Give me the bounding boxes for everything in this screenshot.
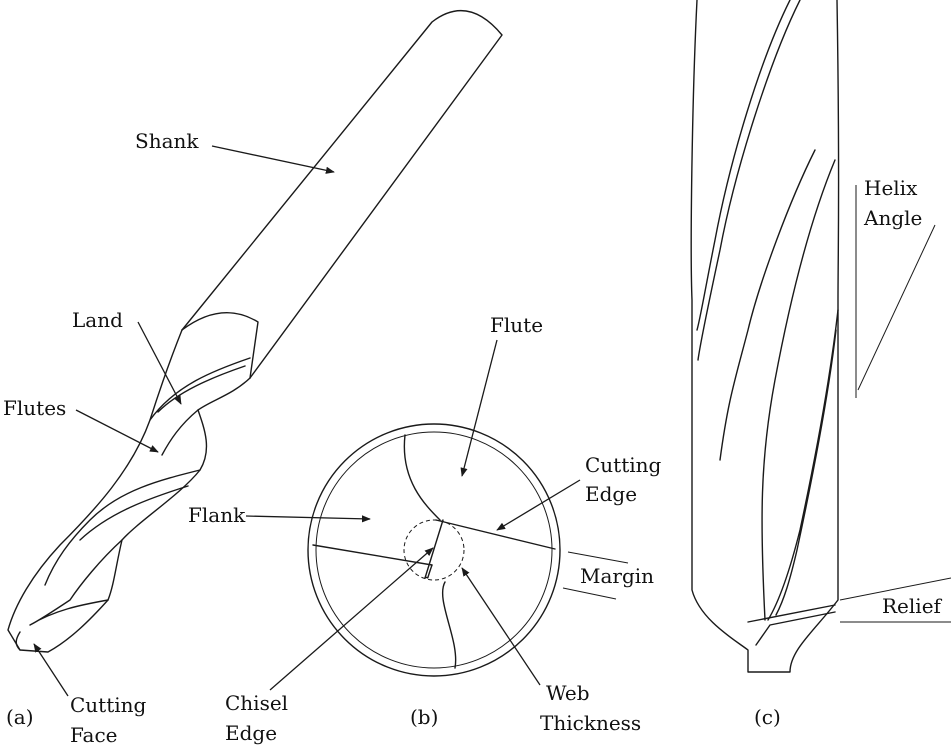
outer-circle <box>307 423 561 677</box>
panel-tag-c: (c) <box>754 705 781 729</box>
label-cutting-edge-2: Edge <box>585 482 637 506</box>
label-margin: Margin <box>580 564 654 588</box>
arrow-chisel-edge <box>269 547 434 691</box>
label-cutting-edge-1: Cutting <box>585 453 662 477</box>
label-shank: Shank <box>135 129 199 153</box>
label-web-thickness-2: Thickness <box>540 711 641 735</box>
arrow-flute <box>460 339 498 477</box>
helix-flute-lines <box>696 0 839 621</box>
label-flank: Flank <box>188 503 246 527</box>
label-helix-angle-1: Helix <box>864 176 918 200</box>
helix-angle-slant <box>857 224 936 391</box>
arrow-web-thickness <box>461 567 541 686</box>
label-flutes: Flutes <box>3 396 66 420</box>
label-land: Land <box>72 308 123 332</box>
arrow-flutes <box>75 409 159 453</box>
margin-leader-top <box>567 551 629 564</box>
chisel-edge <box>424 519 444 579</box>
label-relief: Relief <box>882 594 943 618</box>
cutting-lips <box>312 519 556 566</box>
arrow-shank <box>211 145 335 174</box>
margin-circle <box>315 431 553 669</box>
arrow-flank <box>245 515 371 523</box>
relief-leader-top <box>839 577 951 601</box>
drill-shank <box>181 9 503 379</box>
drill-side-view <box>7 9 503 653</box>
flute-curves <box>403 434 457 669</box>
label-cutting-face-1: Cutting <box>70 693 147 717</box>
helix-point <box>747 604 836 646</box>
web-circle <box>403 519 465 581</box>
panel-tag-a: (a) <box>6 705 34 729</box>
shank-end <box>181 312 259 379</box>
arrow-cutting-edge <box>496 479 581 531</box>
arrow-cutting-face <box>33 643 69 697</box>
drill-end-view <box>307 423 561 677</box>
drill-helix-view <box>690 0 840 673</box>
label-chisel-edge-2: Edge <box>225 721 277 745</box>
flute-edges <box>15 357 251 651</box>
panel-tag-b: (b) <box>410 705 438 729</box>
arrow-land <box>137 321 182 405</box>
label-flute: Flute <box>490 313 543 337</box>
helix-body-outline <box>690 0 840 673</box>
label-chisel-edge-1: Chisel <box>225 691 288 715</box>
label-web-thickness-1: Web <box>546 681 590 705</box>
label-helix-angle-2: Angle <box>863 206 922 230</box>
margin-leader-bottom <box>562 587 617 600</box>
label-cutting-face-2: Face <box>70 723 117 747</box>
